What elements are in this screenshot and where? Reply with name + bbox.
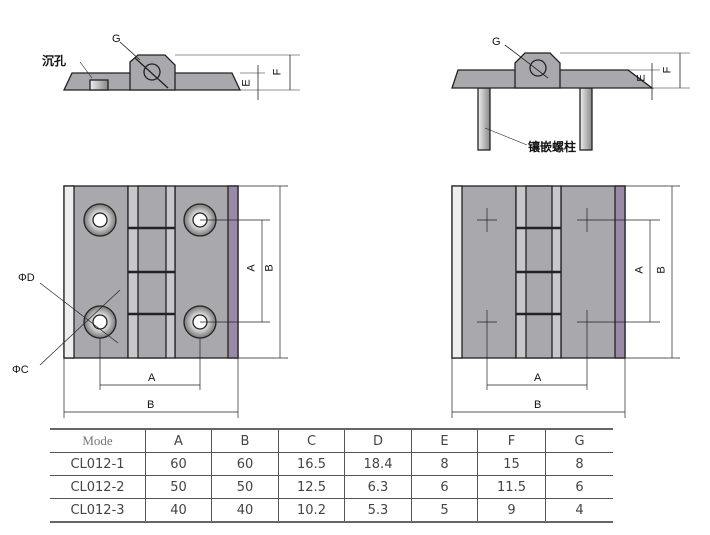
cell: 40	[211, 498, 279, 523]
cell: 6.3	[344, 475, 412, 499]
dim-a-horizontal-label: A	[148, 372, 156, 384]
dim-g-label-right: G	[492, 36, 501, 48]
dim-b-vertical-label: B	[263, 264, 276, 272]
cell: 5.3	[344, 498, 412, 523]
cell: 60	[145, 452, 212, 476]
cell: CL012-3	[50, 498, 146, 523]
header-cell: D	[344, 428, 412, 453]
dim-f-label-right: F	[661, 66, 674, 74]
cell: 8	[411, 452, 478, 476]
cell: 4	[545, 498, 613, 523]
cell: 60	[211, 452, 279, 476]
dim-b-vertical-label-right: B	[655, 266, 668, 274]
cell: 5	[411, 498, 478, 523]
dim-a-vertical-label: A	[245, 264, 258, 272]
cell: 9	[477, 498, 546, 523]
dim-b-horizontal-label-right: B	[534, 399, 542, 411]
header-cell: F	[477, 428, 546, 453]
header-cell: A	[145, 428, 212, 453]
cell: 40	[145, 498, 212, 523]
dim-phi-d-label: ΦD	[18, 272, 35, 284]
side-view-stud	[451, 44, 690, 151]
cell: 16.5	[278, 452, 345, 476]
cell: CL012-1	[50, 452, 146, 476]
side-view-countersunk	[62, 41, 300, 100]
front-view-countersunk	[39, 185, 288, 418]
header-cell: Mode	[50, 428, 146, 453]
cell: 50	[211, 475, 279, 499]
dim-phi-c-label: ΦC	[12, 364, 29, 376]
cell: 12.5	[278, 475, 345, 499]
embedded-stud-label: 镶嵌螺柱	[528, 140, 577, 154]
cell: 50	[145, 475, 212, 499]
header-cell: E	[411, 428, 478, 453]
dim-e-label: E	[240, 79, 253, 87]
cell: CL012-2	[50, 475, 146, 499]
cell: 8	[545, 452, 613, 476]
dim-b-horizontal-label: B	[147, 399, 155, 411]
dim-a-horizontal-label-right: A	[534, 372, 542, 384]
cell: 18.4	[344, 452, 412, 476]
header-cell: B	[211, 428, 279, 453]
cell: 15	[477, 452, 546, 476]
cell: 6	[545, 475, 613, 499]
table-header-row: Mode A B C D E F G	[50, 428, 613, 453]
header-cell: C	[278, 428, 345, 453]
dim-g-label: G	[112, 33, 121, 45]
cell: 10.2	[278, 498, 345, 523]
countersink-label: 沉孔	[42, 54, 67, 68]
dim-f-label: F	[271, 68, 284, 76]
header-cell: G	[545, 428, 613, 453]
dim-a-vertical-label-right: A	[633, 266, 646, 274]
dim-e-label-right: E	[635, 74, 648, 82]
cell: 6	[411, 475, 478, 499]
front-view-stud	[451, 185, 680, 418]
cell: 11.5	[477, 475, 546, 499]
